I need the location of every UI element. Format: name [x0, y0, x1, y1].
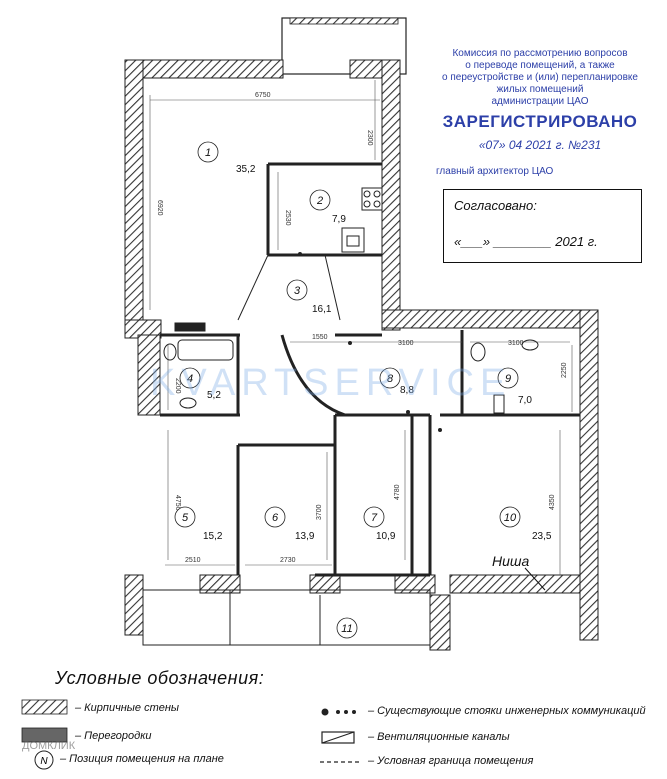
- svg-text:N: N: [40, 756, 48, 767]
- approval-date: «___» ________ 2021 г.: [454, 234, 598, 249]
- dimension-lines: [149, 80, 573, 575]
- room-11: 11: [336, 617, 358, 639]
- room-number: 4: [187, 373, 193, 385]
- room-area: 15,2: [203, 531, 223, 542]
- dim-text: 4780: [394, 484, 401, 500]
- approval-title: Согласовано:: [454, 198, 537, 213]
- room-area: 8,8: [400, 385, 414, 396]
- room-number: 2: [316, 195, 323, 207]
- watermark-secondary: ДОМКЛИК: [22, 740, 76, 752]
- legend-position-icon: [34, 750, 54, 770]
- room-area: 7,9: [332, 214, 346, 225]
- room-number: 11: [341, 623, 352, 635]
- bathtub-icon: [177, 339, 234, 361]
- sink-icon: [341, 227, 365, 253]
- registration-stamp: Комиссия по рассмотрению вопросов о пере…: [430, 48, 650, 188]
- legend-title: Условные обозначения:: [55, 668, 265, 688]
- room-number: 7: [371, 512, 378, 524]
- room-area: 5,2: [207, 390, 221, 401]
- room-4: 4 5,2: [179, 367, 221, 401]
- legend-risers: – Существующие стояки инженерных коммуни…: [368, 705, 646, 717]
- dim-text: 2300: [366, 130, 373, 146]
- watermark: KVARTSERVICE: [150, 362, 512, 404]
- legend-brick: – Кирпичные стены: [75, 702, 180, 714]
- room-number: 9: [505, 373, 511, 385]
- room-area: 23,5: [532, 531, 552, 542]
- washbasin-icon: [179, 397, 197, 409]
- stamp-line: администрации ЦАО: [491, 96, 589, 107]
- room-area: 13,9: [295, 531, 315, 542]
- room-area: 7,0: [518, 395, 532, 406]
- room-number: 10: [504, 512, 517, 524]
- dim-text: 6750: [255, 92, 271, 99]
- stamp-line: Комиссия по рассмотрению вопросов: [452, 48, 628, 59]
- legend-vent: – Вентиляционные каналы: [368, 731, 510, 743]
- brick-walls: [124, 59, 599, 651]
- room-number: 6: [272, 512, 279, 524]
- dim-text: 4350: [549, 494, 556, 510]
- room-5: 5 15,2: [174, 506, 223, 542]
- dim-text: 3700: [316, 504, 323, 520]
- legend-position: – Позиция помещения на плане: [60, 753, 224, 765]
- stamp-line: о переустройстве и (или) перепланировке: [442, 72, 638, 83]
- room-number: 5: [182, 512, 189, 524]
- stamp-architect: главный архитектор ЦАО: [436, 166, 554, 177]
- room-area: 16,1: [312, 304, 332, 315]
- toilet-icon: [470, 342, 486, 362]
- niche-label: Ниша: [492, 553, 530, 569]
- dim-text: 2530: [284, 210, 291, 226]
- dim-text: 2200: [174, 378, 181, 394]
- room-8: 8 8,8: [379, 367, 414, 396]
- room-7: 7 10,9: [363, 506, 396, 542]
- dim-text: 2730: [280, 557, 296, 564]
- stamp-registered: ЗАРЕГИСТРИРОВАНО: [442, 112, 638, 131]
- dim-text: 2510: [185, 557, 201, 564]
- riser-markers: [298, 252, 442, 432]
- room-number: 1: [205, 147, 211, 159]
- curved-wall: [280, 334, 346, 417]
- legend-partition: – Перегородки: [75, 730, 152, 742]
- stamp-line: о переводе помещений, а также: [465, 60, 615, 71]
- dim-text: 3100: [508, 340, 524, 347]
- legend-partition-swatch: [21, 727, 68, 743]
- room-10: 10 23,5: [499, 506, 552, 542]
- room-9: 9 7,0: [497, 367, 532, 406]
- approval-box: Согласовано: «___» ________ 2021 г.: [443, 189, 642, 263]
- room-area: 35,2: [236, 164, 256, 175]
- room-1: 1 35,2: [197, 141, 256, 175]
- loggia-bottom: [142, 589, 431, 646]
- room-6: 6 13,9: [264, 506, 315, 542]
- dim-text: 6920: [156, 200, 163, 216]
- legend-riser-icon: [321, 708, 356, 716]
- room-3: 3 16,1: [286, 279, 332, 315]
- room-2: 2 7,9: [309, 189, 346, 225]
- dim-text: 3100: [398, 340, 414, 347]
- room-area: 10,9: [376, 531, 396, 542]
- stamp-line: жилых помещений: [496, 84, 584, 95]
- fixtures: [163, 187, 539, 414]
- dim-text: 1550: [312, 334, 328, 341]
- legend-brick-swatch: [21, 699, 68, 715]
- dim-text: 4750: [174, 495, 181, 511]
- room-number: 8: [387, 373, 394, 385]
- room-number: 3: [294, 285, 301, 297]
- legend-boundary: – Условная граница помещения: [368, 755, 534, 767]
- dim-text: 2250: [561, 362, 568, 378]
- stamp-date: «07» 04 2021 г. №231: [478, 138, 602, 152]
- stove-icon: [361, 187, 383, 211]
